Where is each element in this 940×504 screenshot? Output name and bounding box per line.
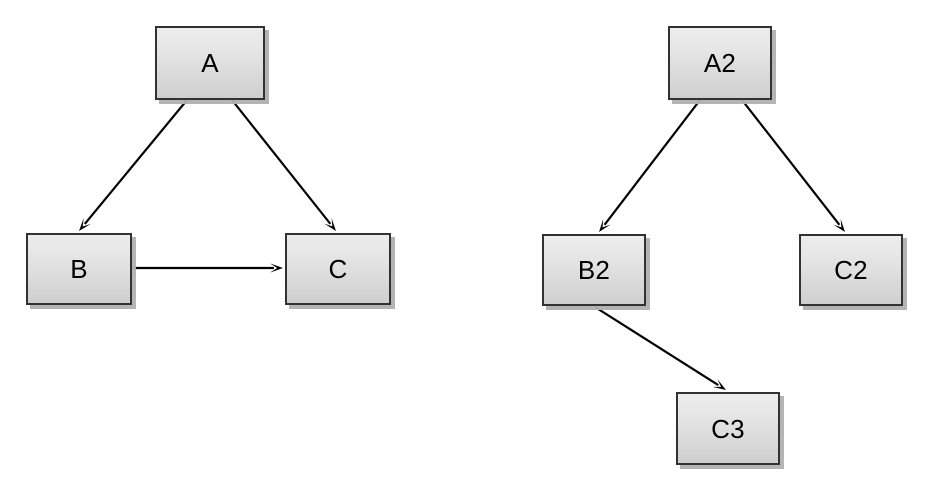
node-b[interactable]: B xyxy=(26,233,132,305)
edge-line-B2-C3 xyxy=(594,306,719,387)
node-b2[interactable]: B2 xyxy=(542,234,646,306)
node-label-b: B xyxy=(70,254,88,284)
node-label-a2: A2 xyxy=(703,48,737,78)
edge-line-A2-C2 xyxy=(741,99,841,226)
arrowhead-B-C xyxy=(270,263,283,273)
arrowhead-B2-C3 xyxy=(712,379,726,390)
node-a[interactable]: A xyxy=(155,26,265,100)
node-a2[interactable]: A2 xyxy=(668,26,772,100)
node-c[interactable]: C xyxy=(285,233,391,305)
node-label-b2: B2 xyxy=(577,255,611,285)
edge-line-A-B xyxy=(83,99,188,225)
arrowhead-A2-B2 xyxy=(599,218,611,232)
arrowhead-A-C xyxy=(324,217,336,231)
node-c3[interactable]: C3 xyxy=(676,392,780,465)
node-label-a: A xyxy=(201,48,219,78)
edge-group-cluster-left xyxy=(79,99,336,273)
edge-line-A-C xyxy=(231,99,332,225)
node-label-c3: C3 xyxy=(711,413,745,444)
node-c2[interactable]: C2 xyxy=(799,234,903,306)
arrowhead-A-B xyxy=(79,218,91,231)
edge-group-cluster-right xyxy=(594,99,845,390)
arrowhead-A2-C2 xyxy=(833,218,845,232)
edge-line-A2-B2 xyxy=(603,99,701,226)
node-label-c2: C2 xyxy=(834,255,868,285)
node-label-c: C xyxy=(328,254,348,284)
